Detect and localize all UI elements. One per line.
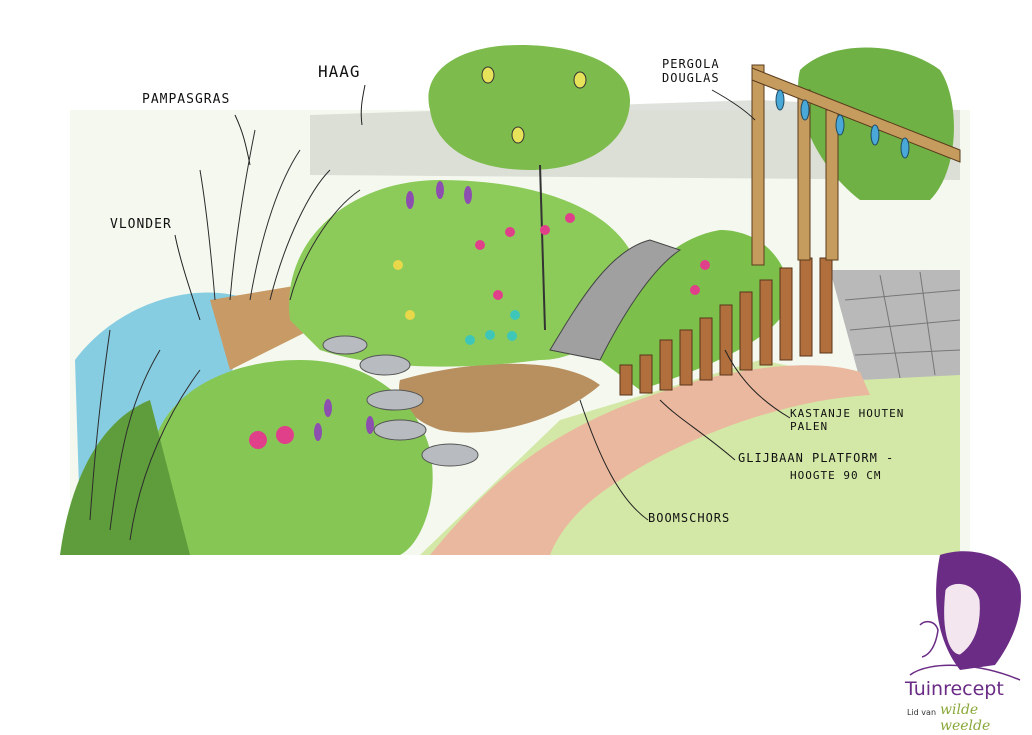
logo-name: Tuinrecept <box>905 678 1004 700</box>
tree-trunk <box>539 164 546 331</box>
flowers-yellow <box>393 260 415 320</box>
deck <box>210 285 310 370</box>
label-kastanje-line1: KASTANJE HOUTEN <box>790 407 905 420</box>
label-pergola-line2: DOUGLAS <box>662 70 720 85</box>
label-pergola: PERGOLA DOUGLAS <box>662 57 720 86</box>
logo-member-brand: wilde weelde <box>940 702 991 734</box>
label-boomschors: BOOMSCHORS <box>648 511 731 525</box>
logo-member-prefix: Lid van <box>907 708 937 717</box>
flowers-pink <box>249 213 710 449</box>
garden-path <box>430 365 870 555</box>
pergola <box>751 64 961 266</box>
grass-blades <box>89 129 361 541</box>
leader-lines <box>174 84 791 521</box>
paving <box>830 270 960 380</box>
chestnut-poles <box>619 257 833 396</box>
paving-lines <box>844 271 961 379</box>
label-hoogte: HOOGTE 90 CM <box>790 469 882 482</box>
label-pergola-line1: PERGOLA <box>662 57 720 71</box>
label-glijbaan: GLIJBAAN PLATFORM - <box>738 451 895 465</box>
pear-fruits <box>481 66 587 144</box>
flowers-teal <box>465 310 520 345</box>
tuinrecept-logo-portrait <box>909 551 1021 681</box>
label-vlonder: VLONDER <box>110 217 172 232</box>
label-kastanje-line2: PALEN <box>790 419 829 433</box>
label-kastanje: KASTANJE HOUTEN PALEN <box>790 407 905 433</box>
label-haag: HAAG <box>318 62 361 81</box>
label-pampasgras: PAMPASGRAS <box>142 92 231 107</box>
bark-mulch <box>399 363 600 433</box>
flowers-purple <box>314 181 472 441</box>
slide <box>549 239 682 361</box>
pergola-lanterns <box>775 89 910 159</box>
stepping-stones <box>322 335 479 467</box>
